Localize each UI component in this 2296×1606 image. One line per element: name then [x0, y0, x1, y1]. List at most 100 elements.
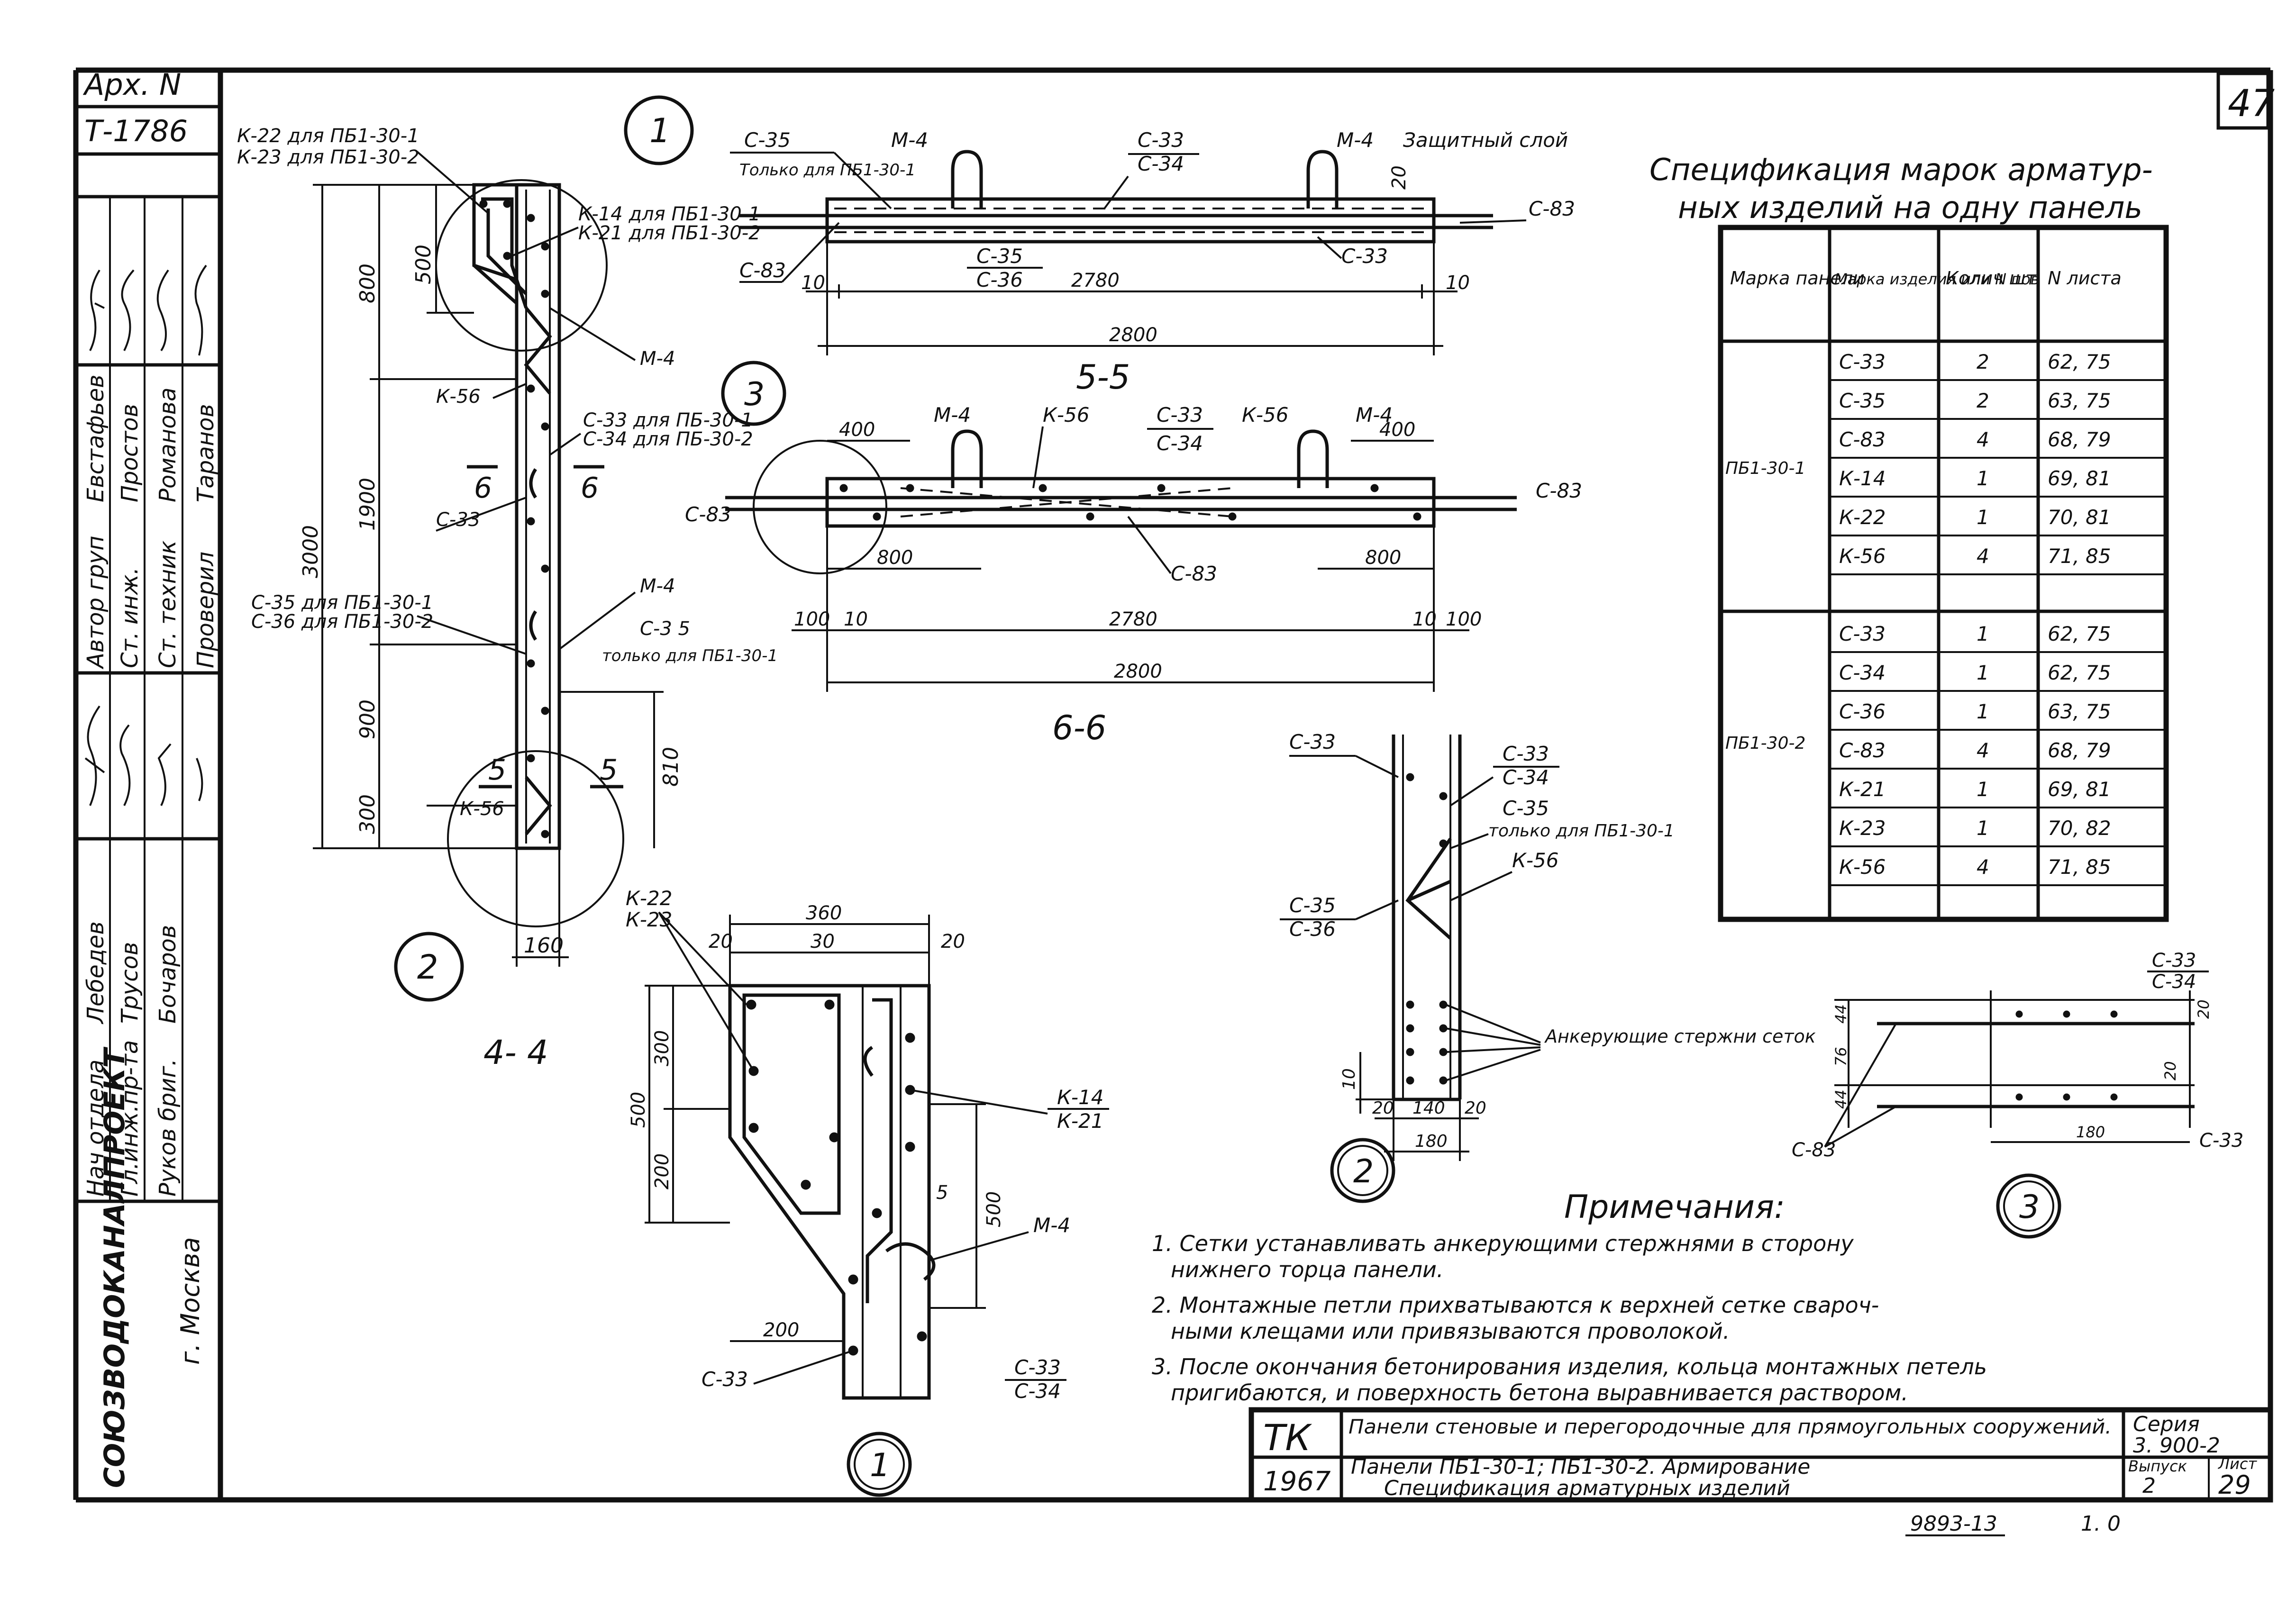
dim-20-a: 20	[709, 931, 733, 953]
spec-item-mark: К-21	[1839, 778, 1886, 801]
stamp-role-3: Ст. техник	[155, 541, 181, 668]
label-c35: С-35	[744, 128, 791, 152]
spec-item-mark: К-56	[1839, 855, 1886, 879]
label-c83-left: С-83	[739, 259, 786, 282]
header-qty: Колич шт.	[1946, 268, 2042, 289]
label-c34: С-34	[1014, 1379, 1061, 1403]
label-c35-b: С-35	[1289, 894, 1336, 917]
label-c35-only: С-3 5	[640, 618, 690, 640]
callout-2: 2	[417, 948, 438, 987]
loop-m4-left	[951, 150, 983, 209]
spec-item-sheet: 62, 75	[2048, 622, 2111, 645]
dim-20-bottom: 20	[2161, 1061, 2179, 1080]
stamp-name-3: Романова	[155, 388, 181, 502]
label-anchor-rods: Анкерующие стержни сеток	[1544, 1026, 1816, 1047]
detail-2-badge-inner	[1337, 1145, 1388, 1196]
dim-100-right: 100	[1446, 608, 1482, 630]
dim-180: 180	[2076, 1123, 2105, 1141]
detail-3-badge-inner	[2003, 1180, 2054, 1232]
label-k56-top: К-56	[436, 386, 481, 408]
sheet-label: Лист	[2218, 1455, 2257, 1473]
sheet-number-box: 47	[2216, 72, 2275, 130]
spec-item-qty: 1	[1977, 622, 1989, 645]
label-k22: К-22	[626, 887, 672, 910]
label-c83-right: С-83	[1529, 197, 1575, 220]
tk-logo: ТК	[1263, 1416, 1312, 1459]
archive-number: Т-1786	[84, 114, 188, 148]
label-c33-b: С-33	[1503, 742, 1549, 765]
dim-500-right: 500	[983, 1191, 1005, 1227]
dim-900: 900	[355, 699, 380, 739]
detail-3-badge-outer	[1996, 1173, 2061, 1239]
cut-5-right: 5	[600, 753, 618, 787]
dim-20-b: 20	[941, 931, 965, 953]
dim-800-right: 800	[1365, 547, 1401, 569]
stamp-name-1: Евстафьев	[82, 374, 109, 502]
label-c33: С-33	[1138, 128, 1184, 152]
label-c33-b: С-33	[1341, 245, 1388, 268]
label-k21: К-21	[1057, 1109, 1103, 1133]
dim-30: 30	[811, 931, 835, 953]
issue-value: 2	[2142, 1474, 2156, 1498]
spec-item-sheet: 69, 81	[2048, 467, 2111, 490]
dim-10-right: 10	[1412, 608, 1437, 630]
spec-item-qty: 1	[1977, 817, 1989, 840]
detail-2: 10 20 140 20 180 С-33 С-33 С-34 С-35 тол…	[1280, 730, 1816, 1203]
page-code: 1. 0	[2081, 1512, 2121, 1536]
dim-500: 500	[411, 245, 436, 284]
label-c34: С-34	[1503, 766, 1549, 789]
spec-item-sheet: 70, 81	[2048, 506, 2111, 529]
label-m4: М-4	[640, 348, 675, 370]
label-c34: С-34	[1157, 432, 1203, 455]
detail-1-number: 1	[870, 1447, 890, 1484]
header-item-text: Марка изделия или N пов	[1834, 270, 2040, 288]
spec-item-qty: 2	[1977, 389, 1989, 412]
spec-title-1: Спецификация марок арматур-	[1649, 153, 2153, 188]
detail-zone-3	[753, 440, 887, 574]
dim-3000: 3000	[299, 525, 323, 578]
header-panel: Марка панели	[1730, 268, 1865, 289]
notes-title: Примечания:	[1564, 1189, 1785, 1226]
dim-160: 160	[524, 934, 564, 958]
series-value: 3. 900-2	[2133, 1434, 2220, 1458]
panel-group-1: ПБ1-30-1	[1725, 459, 1805, 478]
dim-500-left: 500	[628, 1092, 649, 1128]
header-item: Марка изделия или N пов	[1834, 270, 2040, 288]
label-k56-bottom: К-56	[460, 798, 504, 820]
dim-2800: 2800	[1114, 661, 1162, 682]
label-k23-note: К-23 для ПБ1-30-2	[237, 146, 419, 168]
dim-20-left: 20	[1372, 1098, 1394, 1118]
callout-circle-3	[721, 361, 786, 426]
spec-item-mark: К-56	[1839, 544, 1886, 568]
label-c36: С-36	[1289, 917, 1336, 941]
sheet-value: 29	[2218, 1470, 2251, 1500]
label-k56: К-56	[1512, 849, 1558, 872]
spec-item-qty: 4	[1977, 739, 1989, 762]
header-panel-text: Марка панели	[1730, 268, 1865, 289]
spec-item-sheet: 62, 75	[2048, 661, 2111, 684]
label-k56-b: К-56	[1242, 403, 1288, 426]
notes: Примечания: 1. Сетки устанавливать анкер…	[1152, 1189, 1987, 1406]
dim-200-h: 200	[763, 1319, 799, 1341]
spec-item-mark: С-83	[1839, 739, 1886, 762]
label-c83-c: С-83	[1171, 562, 1217, 585]
dim-180: 180	[1415, 1132, 1448, 1151]
header-qty-text: Колич шт.	[1946, 268, 2042, 289]
stamp-role-5: Нач отдела	[82, 1060, 109, 1197]
spec-item-qty: 4	[1977, 428, 1989, 451]
label-k21-note: К-21 для ПБ1-30-2	[578, 222, 761, 244]
stamp-role-2: Ст. инж.	[117, 567, 143, 668]
spec-item-qty: 1	[1977, 467, 1989, 490]
detail-zone-2	[447, 750, 624, 927]
note-line-6: пригибаются, и поверхность бетона выравн…	[1171, 1380, 1908, 1406]
spec-item-sheet: 71, 85	[2048, 544, 2111, 568]
stamp-name-4: Таранов	[192, 404, 219, 502]
spec-item-sheet: 69, 81	[2048, 778, 2111, 801]
dim-400-left: 400	[839, 419, 875, 441]
spec-item-sheet: 70, 82	[2048, 817, 2111, 840]
stamp-role-6: Гл.инж.пр-та	[117, 1040, 143, 1197]
dim-44-bottom: 44	[1832, 1089, 1850, 1109]
spec-item-qty: 1	[1977, 778, 1989, 801]
label-k14: К-14	[1057, 1086, 1103, 1109]
spec-item-sheet: 63, 75	[2048, 700, 2111, 723]
